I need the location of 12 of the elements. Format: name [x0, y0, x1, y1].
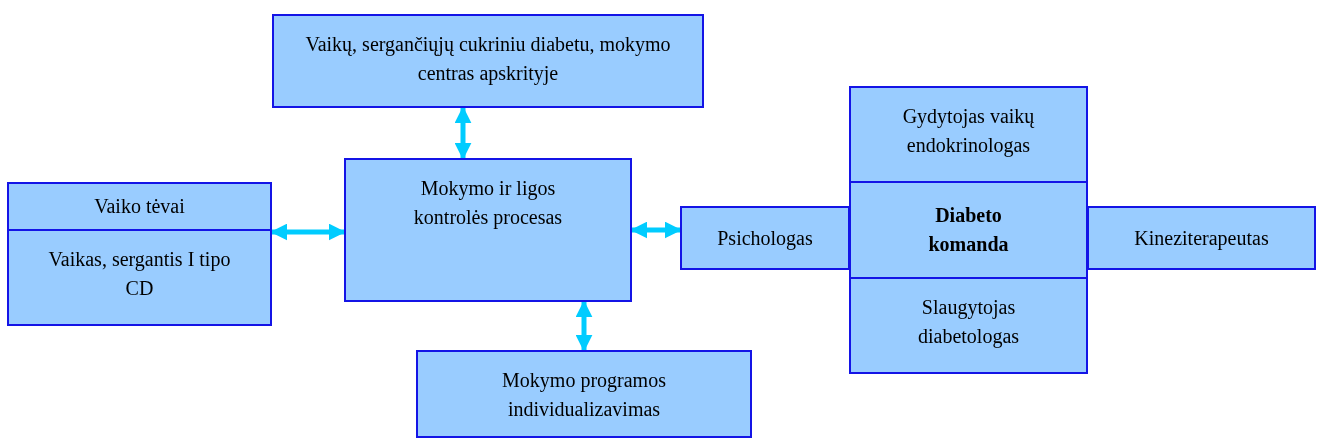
node-label: Mokymo programos individualizavimas	[501, 368, 667, 422]
node-label: Vaiko tėvai	[94, 194, 185, 219]
node-label: Diabeto komanda	[927, 203, 1010, 257]
double-arrow	[575, 300, 593, 352]
node-label: Psichologas	[717, 225, 813, 252]
double-arrow	[454, 106, 472, 160]
node-label: Slaugytojas diabetologas	[916, 295, 1021, 350]
node-label: Mokymo ir ligos kontrolės procesas	[412, 176, 564, 231]
node-label: Kineziterapeutas	[1134, 225, 1269, 252]
node-label: Vaikų, sergančiųjų cukriniu diabetu, mokymo centras apskrityje	[304, 32, 672, 87]
node-label: Gydytojas vaikų endokrinologas	[901, 104, 1036, 159]
node-label: Vaikas, sergantis I tipo CD	[47, 247, 232, 301]
